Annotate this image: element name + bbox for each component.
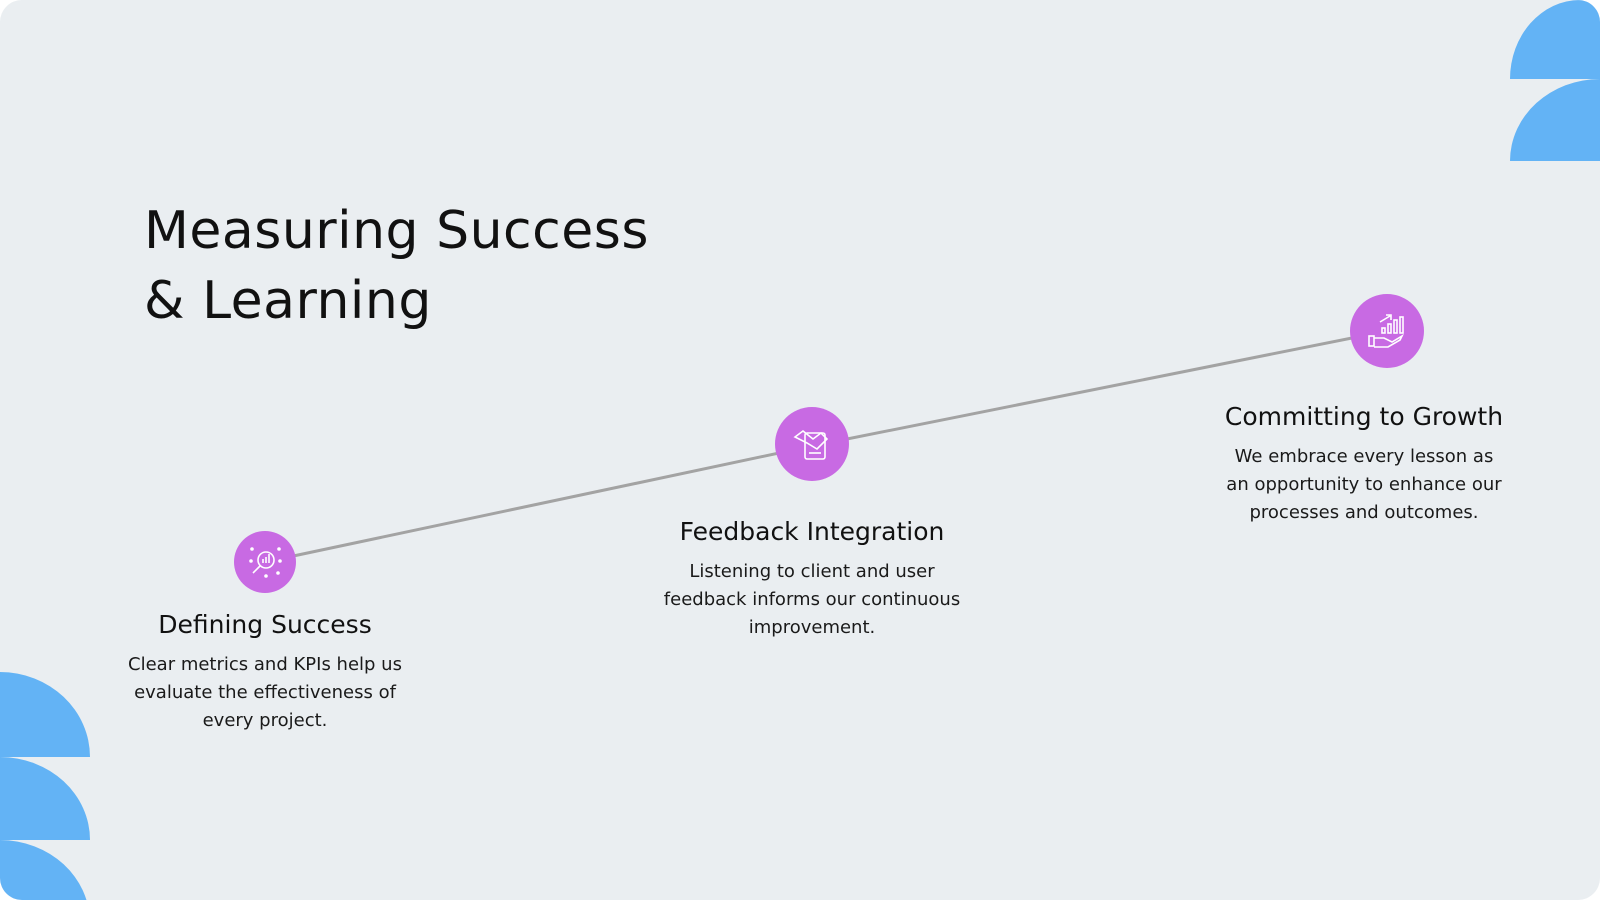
step-committing-to-growth: Committing to Growth We embrace every le… [1184, 401, 1544, 527]
step-heading: Committing to Growth [1224, 402, 1504, 431]
step-heading: Defining Success [158, 610, 372, 639]
title-line-1: Measuring Success [144, 201, 649, 261]
step-heading: Feedback Integration [679, 517, 945, 546]
hand-growth-chart-icon [1350, 294, 1424, 368]
step-feedback-integration: Feedback Integration Listening to client… [632, 516, 992, 642]
title-line-2: & Learning [144, 271, 432, 331]
page-title: Measuring Success & Learning [144, 196, 649, 336]
handshake-document-icon [775, 407, 849, 481]
step-defining-success: Defining Success Clear metrics and KPIs … [85, 609, 445, 735]
magnifier-chart-icon [234, 531, 296, 593]
